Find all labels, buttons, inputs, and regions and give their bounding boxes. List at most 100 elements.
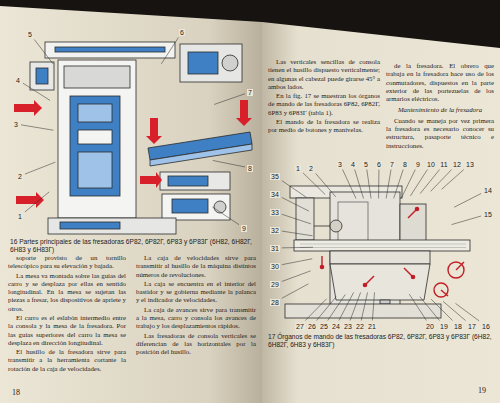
callout-number: 6 xyxy=(179,29,185,36)
body-text: El husillo de la fresadora sirve para tr… xyxy=(8,348,126,373)
callout-number: 17 xyxy=(467,323,477,330)
callout-number: 29 xyxy=(270,281,280,288)
callout-number: 33 xyxy=(270,209,280,216)
leader-line xyxy=(282,271,311,282)
leader-line xyxy=(21,125,54,130)
callout-number: 9 xyxy=(415,161,421,168)
callout-number: 3 xyxy=(337,161,343,168)
callout-number: 16 xyxy=(481,323,491,330)
leader-line xyxy=(401,170,415,199)
figure-caption: 17 Órganos de mando de las fresadoras 6P… xyxy=(268,333,494,349)
body-text: Cuando se maneja por vez primera la fres… xyxy=(386,117,494,150)
callout-number: 32 xyxy=(270,227,280,234)
leader-line xyxy=(282,181,307,198)
callout-number: 35 xyxy=(270,173,280,180)
leader-line xyxy=(212,207,239,225)
leader-line xyxy=(25,192,49,212)
callout-number: 6 xyxy=(376,161,382,168)
figure-caption: 16 Partes principales de las fresadoras … xyxy=(10,238,256,254)
callout-number: 1 xyxy=(17,213,23,220)
callout-number: 7 xyxy=(389,161,395,168)
leader-line xyxy=(328,295,346,321)
body-text: La mesa va montada sobre las guías del c… xyxy=(8,272,126,313)
callout-number: 14 xyxy=(483,187,493,194)
leader-line xyxy=(420,297,440,321)
callout-number: 31 xyxy=(270,245,280,252)
leader-line xyxy=(355,170,364,199)
callout-number: 23 xyxy=(343,323,353,330)
leader-line xyxy=(410,170,427,196)
callout-number: 2 xyxy=(17,173,23,180)
leader-line xyxy=(305,299,326,321)
leader-line xyxy=(282,197,309,211)
red-arrows xyxy=(14,100,252,208)
callout-number: 5 xyxy=(363,161,369,168)
leader-line xyxy=(303,173,325,195)
body-text: La caja se encuentra en el interior del … xyxy=(136,280,256,305)
leader-line xyxy=(442,170,464,190)
body-text: El mando de la fresadora se realiza por … xyxy=(268,118,380,135)
body-text: La caja de velocidades sirve para transm… xyxy=(136,254,256,279)
callout-number: 5 xyxy=(27,31,33,38)
leader-line xyxy=(372,292,374,320)
callout-number: 27 xyxy=(295,323,305,330)
leader-line xyxy=(316,174,336,197)
callout-number: 2 xyxy=(308,165,314,172)
page-number: 18 xyxy=(12,389,20,397)
callout-number: 1 xyxy=(295,165,301,172)
leader-line xyxy=(282,214,311,224)
leader-line xyxy=(282,284,308,298)
callout-number: 22 xyxy=(355,323,365,330)
callout-number: 7 xyxy=(247,89,253,96)
leader-line xyxy=(378,170,379,199)
leader-line xyxy=(343,170,356,199)
leader-line xyxy=(443,301,465,320)
red-handles xyxy=(320,207,464,297)
callout-number: 26 xyxy=(307,323,317,330)
callout-number: 15 xyxy=(483,211,493,218)
callout-number: 20 xyxy=(425,323,435,330)
leader-line xyxy=(339,292,354,320)
left-page xyxy=(0,6,262,403)
leader-line xyxy=(23,83,50,100)
right-page xyxy=(262,22,500,403)
body-text: soporte provisto de un tornillo telescóp… xyxy=(8,254,126,271)
callout-number: 21 xyxy=(367,323,377,330)
callout-number: 8 xyxy=(247,165,253,172)
callout-number: 25 xyxy=(319,323,329,330)
callout-number: 9 xyxy=(241,225,247,232)
callout-number: 10 xyxy=(426,161,436,168)
callout-number: 19 xyxy=(439,323,449,330)
leader-line xyxy=(317,297,337,321)
leader-line xyxy=(25,162,55,174)
section-heading: Mantenimiento de la fresadora xyxy=(386,106,494,114)
leader-line xyxy=(452,216,482,225)
body-text: La caja de avances sirve para transmitir… xyxy=(136,306,256,331)
leader-line xyxy=(34,40,53,65)
body-text: de la fresadora. El obrero que trabaja e… xyxy=(386,62,494,103)
callout-number: 28 xyxy=(270,299,280,306)
callout-number: 11 xyxy=(439,161,448,168)
leader-line xyxy=(420,170,439,194)
leader-line xyxy=(431,299,452,320)
callout-number: 18 xyxy=(453,323,463,330)
leader-line xyxy=(282,231,313,236)
callout-number: 12 xyxy=(452,161,462,168)
page-number: 19 xyxy=(478,387,486,395)
leader-line xyxy=(409,294,426,320)
callout-number: 3 xyxy=(13,121,19,128)
callout-number: 34 xyxy=(270,191,280,198)
leader-line xyxy=(214,94,245,105)
text-column: Las verticales sencillas de consola tien… xyxy=(268,58,380,136)
callout-number: 4 xyxy=(15,77,21,84)
body-text: Las verticales sencillas de consola tien… xyxy=(268,58,380,91)
body-text: Las fresadoras de consola verticales se … xyxy=(136,332,256,357)
body-text: En la fig. 17 se muestran los órganos de… xyxy=(268,92,380,117)
text-column: de la fresadora. El obrero que trabaja e… xyxy=(386,62,494,151)
callout-number: 30 xyxy=(270,263,280,270)
callout-number: 13 xyxy=(465,161,475,168)
callout-number: 24 xyxy=(331,323,341,330)
leader-line xyxy=(161,38,178,64)
leader-line xyxy=(282,259,312,265)
text-column: soporte provisto de un tornillo telescóp… xyxy=(8,254,126,374)
